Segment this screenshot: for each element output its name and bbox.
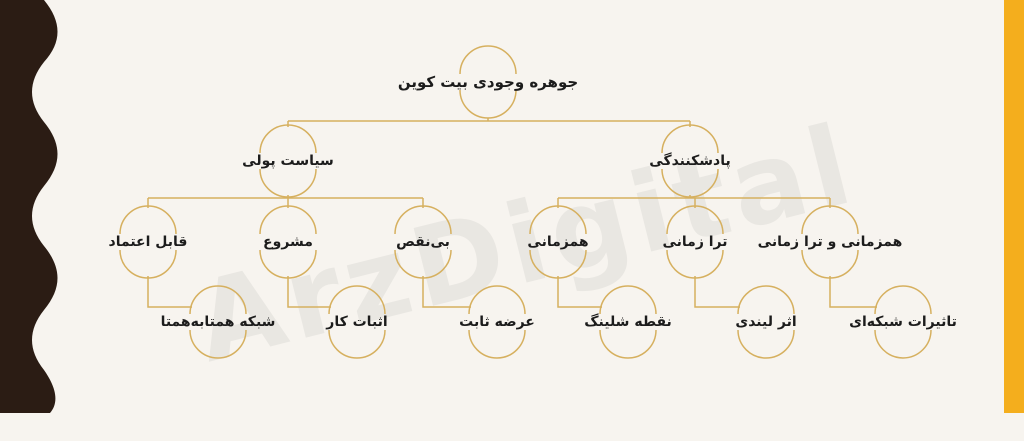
node-schelling-point: نقطه شلینگ xyxy=(584,314,672,330)
level2-arc-0-top-arc xyxy=(119,205,177,235)
level3-arc-0-bottom-arc xyxy=(189,329,247,359)
level3-arc-1 xyxy=(328,285,386,359)
root-arc-top-arc xyxy=(459,45,517,75)
level3-arc-0 xyxy=(189,285,247,359)
node-antifragility: پادشکنندگی xyxy=(649,153,731,169)
level2-arc-0-bottom-arc xyxy=(119,249,177,279)
level3-arc-3 xyxy=(599,285,657,359)
node-p2p-network: شبکه همتابه‌همتا xyxy=(160,314,276,330)
level3-arc-5 xyxy=(874,285,932,359)
level3-arc-2-top-arc xyxy=(468,285,526,315)
level2-arc-3-bottom-arc xyxy=(529,249,587,279)
level3-link-1 xyxy=(287,276,331,308)
level2-arc-2 xyxy=(394,205,452,279)
level3-arc-1-top-arc xyxy=(328,285,386,315)
left-wavy-band xyxy=(0,0,58,413)
level1-arc-0-top-arc xyxy=(259,124,317,154)
level3-arc-3-top-arc xyxy=(599,285,657,315)
level2-arc-1-bottom-arc xyxy=(259,249,317,279)
level2-arc-0 xyxy=(119,205,177,279)
root-arc-bottom-arc xyxy=(459,89,517,119)
level2-arc-2-bottom-arc xyxy=(394,249,452,279)
level1-arc-1-bottom-arc xyxy=(661,168,719,198)
level3-arc-5-bottom-arc xyxy=(874,329,932,359)
accent-stripe xyxy=(1004,0,1024,413)
connector-lines xyxy=(147,118,877,308)
level3-link-5 xyxy=(829,276,877,308)
level2-arc-4-top-arc xyxy=(666,205,724,235)
level1-arc-0-bottom-arc xyxy=(259,168,317,198)
level3-arc-4-bottom-arc xyxy=(737,329,795,359)
level2-arc-1 xyxy=(259,205,317,279)
level1-arc-0 xyxy=(259,124,317,198)
node-lindy-effect: اثر لیندی xyxy=(735,314,797,330)
level3-arc-0-top-arc xyxy=(189,285,247,315)
node-synchronicity: همزمانی xyxy=(527,234,589,250)
level2-arc-3-top-arc xyxy=(529,205,587,235)
level2-arc-5-bottom-arc xyxy=(801,249,859,279)
root-node: جوهره وجودی بیت کوین xyxy=(397,73,579,91)
node-monetary-policy: سیاست پولی xyxy=(242,153,334,169)
level1-arc-1-top-arc xyxy=(661,124,719,154)
level3-link-0 xyxy=(147,276,192,308)
level3-arc-4 xyxy=(737,285,795,359)
level3-arc-1-bottom-arc xyxy=(328,329,386,359)
level2-arc-2-top-arc xyxy=(394,205,452,235)
level3-link-2 xyxy=(422,276,471,308)
tree-diagram xyxy=(119,45,932,359)
node-sync-and-transtemporal: همزمانی و ترا زمانی xyxy=(757,234,903,250)
level2-arc-5-top-arc xyxy=(801,205,859,235)
node-trustworthy: قابل اعتماد xyxy=(108,234,188,250)
level2-arc-3 xyxy=(529,205,587,279)
node-legitimate: مشروع xyxy=(263,234,313,250)
level2-arc-1-top-arc xyxy=(259,205,317,235)
node-fixed-supply: عرضه ثابت xyxy=(459,314,535,330)
node-flawless: بی‌نقص xyxy=(396,234,450,250)
level2-arc-4-bottom-arc xyxy=(666,249,724,279)
level1-arc-1 xyxy=(661,124,719,198)
root-arc xyxy=(459,45,517,119)
level3-arc-2 xyxy=(468,285,526,359)
level2-arc-5 xyxy=(801,205,859,279)
level3-link-4 xyxy=(694,276,740,308)
level3-link-3 xyxy=(557,276,602,308)
level3-arc-5-top-arc xyxy=(874,285,932,315)
level3-arc-3-bottom-arc xyxy=(599,329,657,359)
node-arcs xyxy=(119,45,932,359)
level2-arc-4 xyxy=(666,205,724,279)
level3-arc-4-top-arc xyxy=(737,285,795,315)
node-proof-of-work: اثبات کار xyxy=(326,314,388,330)
node-network-effects: تاثیرات شبکه‌ای xyxy=(849,314,957,330)
node-transtemporal: ترا زمانی xyxy=(662,234,728,250)
level3-arc-2-bottom-arc xyxy=(468,329,526,359)
